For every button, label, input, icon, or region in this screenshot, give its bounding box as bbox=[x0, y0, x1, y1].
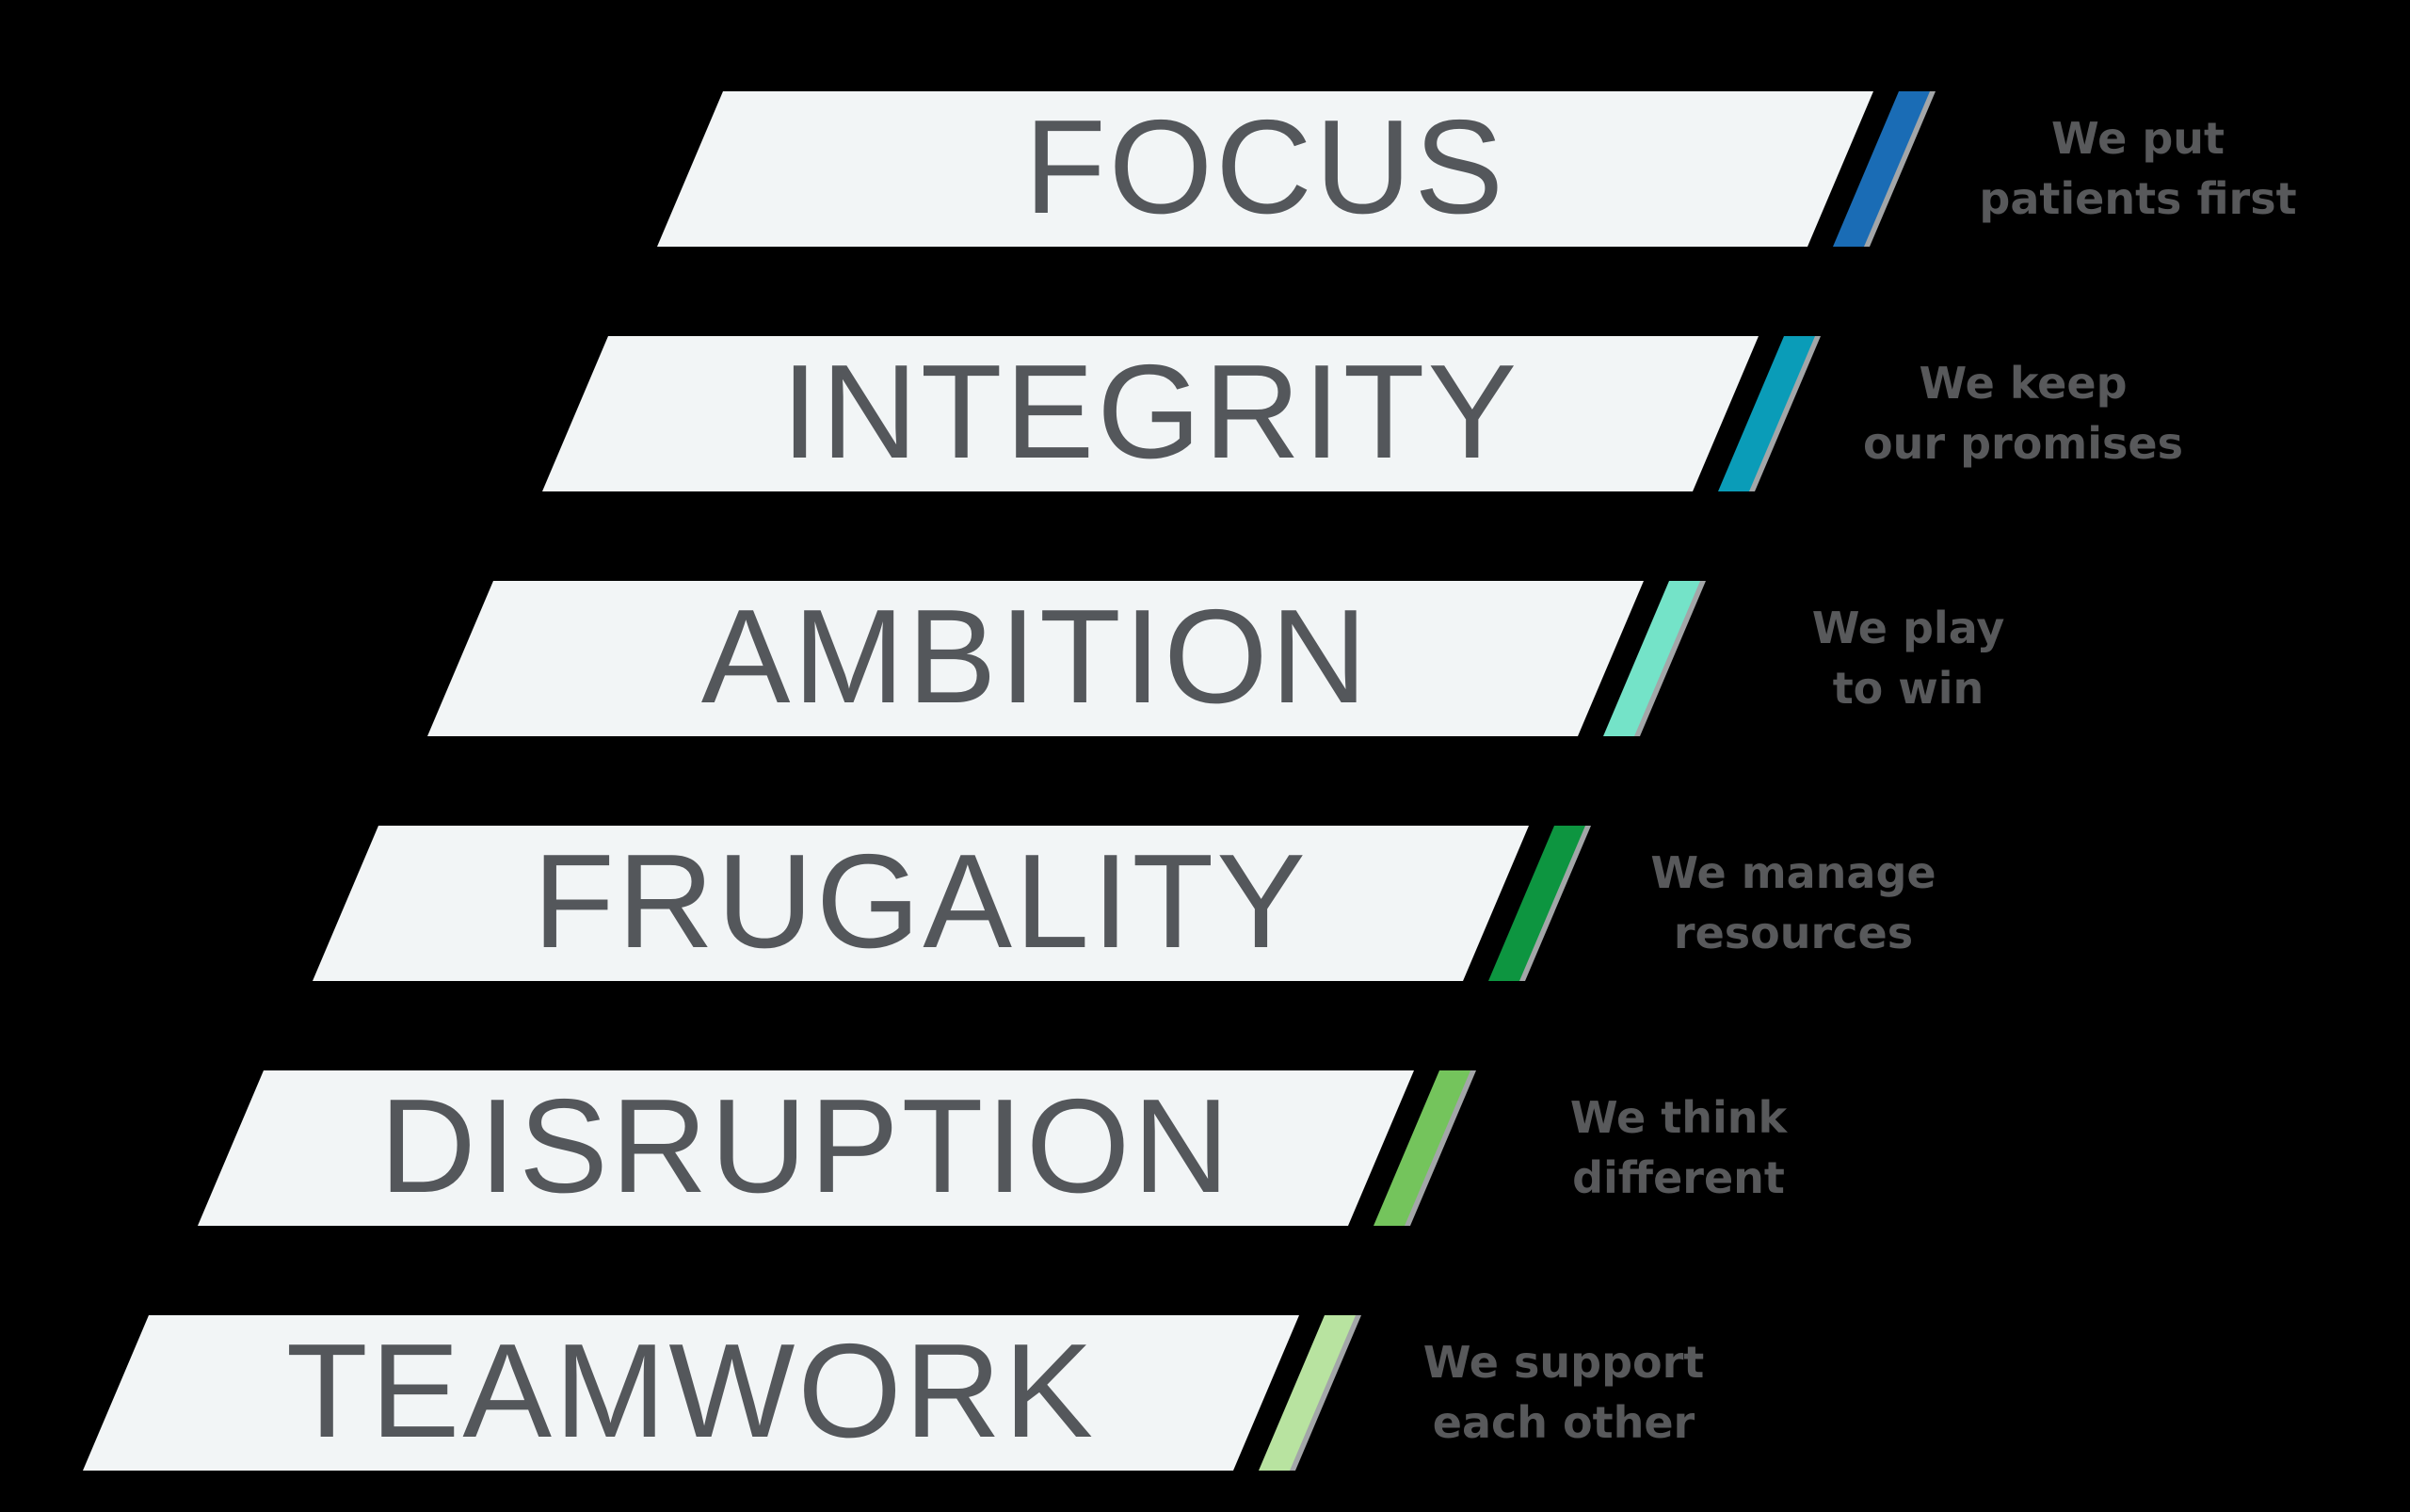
value-bar: DISRUPTION bbox=[198, 1070, 1414, 1226]
caption-line-2: our promises bbox=[1863, 417, 2183, 469]
accent-stripe bbox=[1833, 91, 1930, 247]
value-caption: We play to win bbox=[1729, 581, 2087, 736]
value-caption: We support each other bbox=[1385, 1315, 1743, 1471]
accent-stripe-wrap bbox=[1374, 1070, 1476, 1226]
caption-line-2: different bbox=[1572, 1151, 1785, 1203]
accent-stripe-wrap bbox=[1259, 1315, 1361, 1471]
value-row-teamwork: TEAMWORK We support each other bbox=[83, 1315, 1743, 1471]
accent-stripe-wrap bbox=[1488, 826, 1591, 981]
accent-stripe bbox=[1374, 1070, 1470, 1226]
caption-line-2: to win bbox=[1832, 662, 1984, 714]
accent-stripe bbox=[1259, 1315, 1356, 1471]
value-label: INTEGRITY bbox=[780, 336, 1520, 487]
caption-line-1: We support bbox=[1422, 1337, 1705, 1389]
value-caption: We put patients first bbox=[1959, 91, 2317, 247]
caption-line-1: We play bbox=[1811, 603, 2005, 654]
caption-line-1: We put bbox=[2051, 113, 2225, 165]
accent-stripe bbox=[1718, 336, 1815, 491]
value-row-frugality: FRUGALITY We manage resources bbox=[313, 826, 1972, 981]
value-label: AMBITION bbox=[700, 581, 1371, 732]
caption-line-2: resources bbox=[1673, 907, 1914, 958]
value-bar: FRUGALITY bbox=[313, 826, 1529, 981]
value-bar: TEAMWORK bbox=[83, 1315, 1299, 1471]
caption-line-1: We think bbox=[1569, 1092, 1788, 1144]
value-caption: We think different bbox=[1500, 1070, 1857, 1226]
caption-line-2: each other bbox=[1432, 1396, 1695, 1448]
accent-stripe-wrap bbox=[1603, 581, 1706, 736]
value-row-disruption: DISRUPTION We think different bbox=[198, 1070, 1857, 1226]
value-label: FRUGALITY bbox=[533, 826, 1309, 976]
accent-stripe bbox=[1488, 826, 1585, 981]
accent-stripe bbox=[1603, 581, 1700, 736]
caption-line-1: We keep bbox=[1919, 358, 2128, 410]
value-label: TEAMWORK bbox=[285, 1315, 1097, 1466]
value-row-focus: FOCUS We put patients first bbox=[657, 91, 2317, 247]
value-label: DISRUPTION bbox=[379, 1070, 1232, 1221]
accent-stripe-wrap bbox=[1718, 336, 1821, 491]
value-bar: AMBITION bbox=[427, 581, 1644, 736]
value-caption: We keep our promises bbox=[1844, 336, 2202, 491]
accent-stripe-wrap bbox=[1833, 91, 1936, 247]
value-row-integrity: INTEGRITY We keep our promises bbox=[542, 336, 2202, 491]
value-label: FOCUS bbox=[1024, 91, 1506, 242]
value-bar: FOCUS bbox=[657, 91, 1873, 247]
value-row-ambition: AMBITION We play to win bbox=[427, 581, 2087, 736]
value-bar: INTEGRITY bbox=[542, 336, 1759, 491]
value-caption: We manage resources bbox=[1615, 826, 1972, 981]
caption-line-1: We manage bbox=[1650, 847, 1936, 899]
caption-line-2: patients first bbox=[1979, 172, 2297, 224]
